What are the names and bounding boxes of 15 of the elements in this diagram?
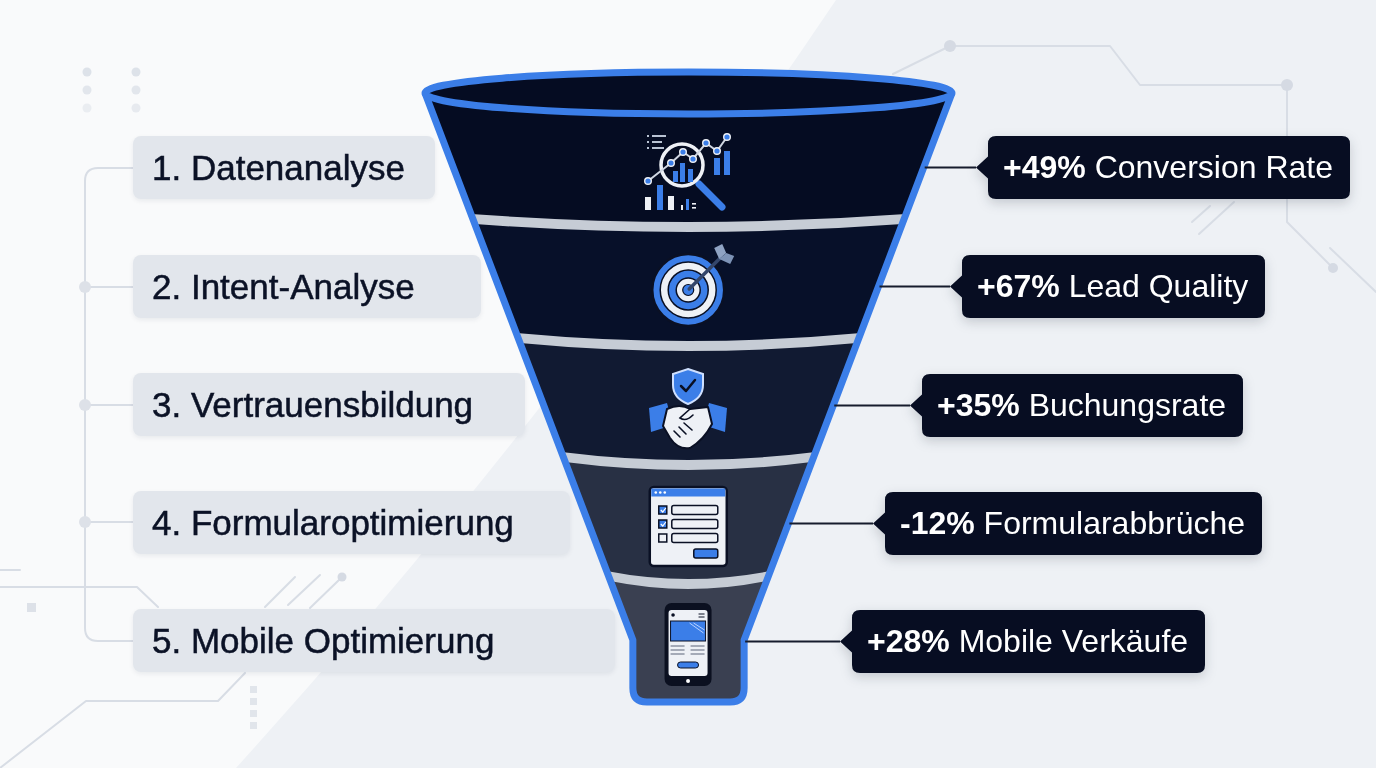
step-label: 5. Mobile Optimierung	[133, 609, 616, 672]
leader-line	[923, 166, 977, 169]
stat-callout: -12% Formularabbrüche	[873, 492, 1263, 555]
step-label: 3. Vertrauensbildung	[133, 373, 526, 436]
leader-line	[744, 640, 841, 643]
step-label: 2. Intent-Analyse	[133, 255, 481, 318]
step-label: 1. Datenanalyse	[133, 136, 436, 199]
leader-line	[878, 285, 951, 288]
stat-callout: +49% Conversion Rate	[976, 136, 1350, 199]
stat-callout: +35% Buchungsrate	[910, 374, 1244, 437]
step-label: 4. Formularoptimierung	[133, 491, 571, 554]
leader-line	[833, 404, 911, 407]
stat-callout: +28% Mobile Verkäufe	[840, 610, 1206, 673]
leader-line	[788, 522, 874, 525]
stat-callout: +67% Lead Quality	[950, 255, 1266, 318]
